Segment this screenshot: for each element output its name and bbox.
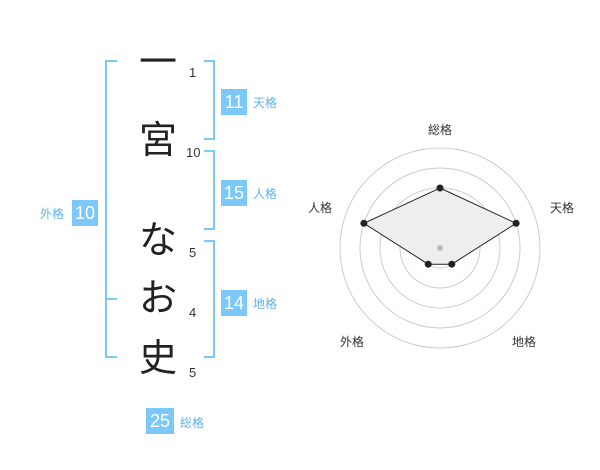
gaikaku-badge: 10 [72,200,98,226]
name-character-4: お [138,276,177,320]
jinkaku-bracket [204,150,215,230]
radar-center-dot [437,245,443,251]
stroke-count-2: 10 [186,145,201,160]
chikaku-badge: 14 [221,290,247,316]
stroke-count-3: 5 [189,245,197,260]
radar-label-gaikaku: 外格 [340,334,364,349]
stroke-count-1: 1 [189,65,197,80]
tenkaku-label: 天格 [253,96,278,110]
chikaku-label: 地格 [253,297,278,311]
radar-ring-5 [339,147,541,349]
tenkaku-badge: 11 [221,89,247,115]
chikaku-bracket [204,240,215,358]
gaikaku-bracket-tick [105,298,117,300]
radar-point-1 [436,184,444,192]
radar-label-jinkaku: 人格 [308,200,332,215]
name-character-1: 一 [138,40,177,84]
gaikaku-label: 外格 [40,207,65,221]
radar-label-tenkaku: 天格 [550,200,574,215]
stroke-count-4: 4 [189,305,197,320]
soukaku-badge: 25 [146,408,174,434]
stroke-count-5: 5 [189,365,197,380]
gaikaku-bracket [105,60,117,358]
radar-area [362,187,518,265]
jinkaku-badge: 15 [221,180,247,206]
tenkaku-bracket [204,60,215,140]
radar-point-4 [424,260,432,268]
radar-point-2 [512,219,520,227]
radar-point-5 [360,219,368,227]
radar-ring-4 [359,167,521,329]
name-character-5: 史 [138,336,177,380]
soukaku-label: 総格 [180,416,205,430]
jinkaku-label: 人格 [253,187,278,201]
radar-point-3 [448,260,456,268]
radar-label-soukaku: 総格 [428,122,452,137]
name-character-3: な [138,218,177,262]
radar-label-chikaku: 地格 [512,334,536,349]
name-character-2: 宮 [138,118,177,162]
